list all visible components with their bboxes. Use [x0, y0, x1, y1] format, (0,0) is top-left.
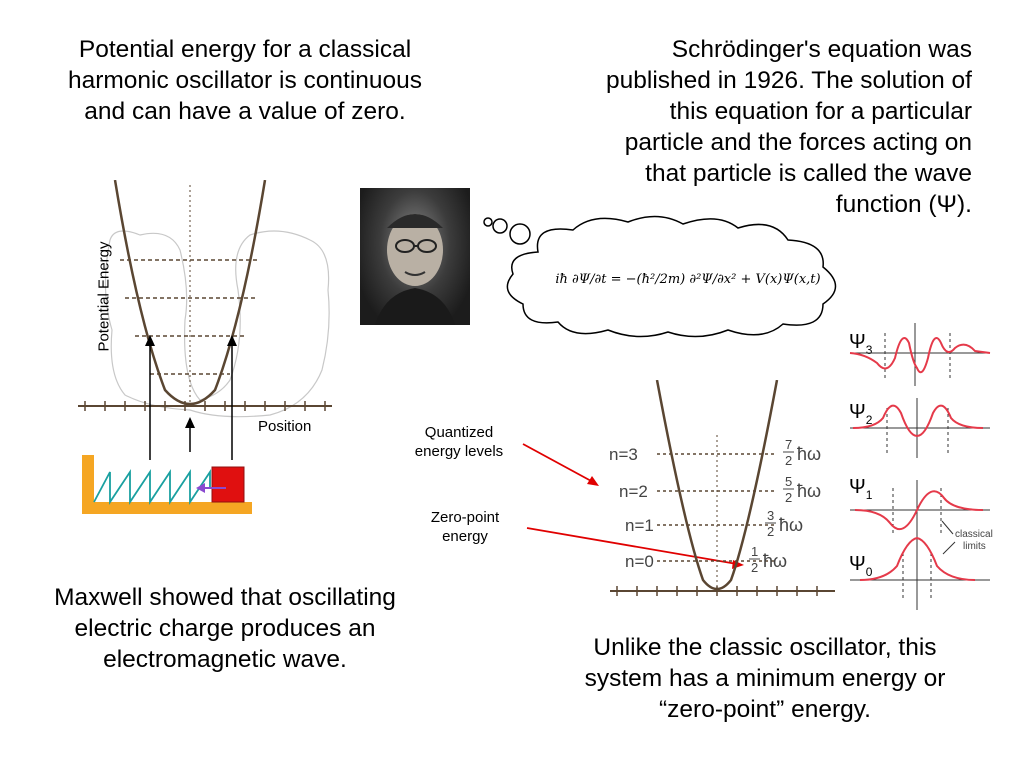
- energy-unit: ħω: [797, 444, 821, 464]
- text-line: Schrödinger's equation was: [671, 36, 972, 63]
- position-axis-label: Position: [258, 418, 312, 435]
- bubble-dot: [492, 218, 508, 234]
- arrowhead: [587, 476, 599, 486]
- quantum-oscillator-diagram: n=3 n=2 n=1 n=0 7 2 ħω 5 2 ħω 3 2 ħω 1 2…: [609, 380, 835, 596]
- energy-value-n1: 3 2 ħω: [765, 508, 803, 539]
- text-line: Zero-point: [430, 509, 500, 526]
- classical-region-outline: [104, 230, 330, 418]
- text-line: and can have a value of zero.: [84, 98, 406, 125]
- text-line: energy levels: [414, 443, 504, 460]
- arrowhead: [145, 335, 155, 346]
- quantized-pointer-arrow: [522, 443, 594, 483]
- text-line: that particle is called the wave: [645, 160, 972, 187]
- axis-ticks: [616, 586, 818, 596]
- psi-label: Ψ2: [849, 401, 873, 427]
- level-label-n0: n=0: [625, 552, 654, 571]
- quantum-potential-curve: [655, 380, 779, 591]
- thought-bubble: [483, 215, 837, 338]
- text-line: electromagnetic wave.: [103, 646, 347, 673]
- mass-block: [211, 466, 245, 503]
- bubble-dot: [483, 217, 493, 227]
- text-line: energy: [442, 528, 488, 545]
- quantized-levels-label: Quantized energy levels: [394, 423, 524, 461]
- text-line: function (Ψ).: [835, 191, 972, 218]
- wavefunction-psi2: Ψ2: [849, 398, 990, 458]
- classical-oscillator-diagram: [78, 180, 332, 514]
- fraction-denominator: 2: [785, 490, 792, 505]
- classical-description: Potential energy for a classical harmoni…: [20, 34, 470, 127]
- schrodinger-portrait: [360, 188, 470, 325]
- fraction-numerator: 1: [751, 544, 758, 559]
- energy-value-n0: 1 2 ħω: [749, 544, 787, 575]
- wavefunction-psi0: Ψ0: [849, 536, 990, 610]
- text-line: Maxwell showed that oscillating: [54, 584, 396, 611]
- energy-unit: ħω: [779, 515, 803, 535]
- energy-unit: ħω: [763, 551, 787, 571]
- fraction-numerator: 7: [785, 437, 792, 452]
- text-line: system has a minimum energy or: [584, 665, 946, 692]
- psi-label: Ψ1: [849, 476, 873, 502]
- potential-curve: [113, 180, 267, 406]
- energy-unit: ħω: [797, 481, 821, 501]
- zero-point-description: Unlike the classic oscillator, this syst…: [540, 632, 990, 725]
- apparatus-wall: [82, 455, 94, 514]
- text-line: “zero-point” energy.: [659, 696, 871, 723]
- potential-energy-axis-label: Potential Energy: [95, 241, 113, 352]
- portrait-sketch: [375, 214, 455, 325]
- schrodinger-description: Schrödinger's equation was published in …: [520, 34, 972, 220]
- text-line: harmonic oscillator is continuous: [67, 67, 423, 94]
- text-line: published in 1926. The solution of: [606, 67, 972, 94]
- fraction-denominator: 2: [767, 524, 774, 539]
- level-label-n2: n=2: [619, 482, 648, 501]
- text-line: Unlike the classic oscillator, this: [593, 634, 937, 661]
- psi-label: Ψ3: [849, 331, 873, 357]
- fraction-denominator: 2: [751, 560, 758, 575]
- classical-limits-label: classical: [955, 529, 993, 540]
- text-line: Quantized: [424, 424, 494, 441]
- energy-value-n2: 5 2 ħω: [783, 474, 821, 505]
- fraction-numerator: 5: [785, 474, 792, 489]
- text-line: Potential energy for a classical: [78, 36, 412, 63]
- wavefunction-plots: Ψ3 Ψ2 Ψ1 classical limits Ψ0: [849, 323, 993, 610]
- axis-ticks: [84, 401, 326, 411]
- bubble-dot: [509, 223, 531, 245]
- arrowhead: [227, 335, 237, 346]
- wavefunction-psi3: Ψ3: [849, 323, 991, 386]
- wavefunction-psi1: Ψ1 classical limits: [849, 476, 993, 555]
- spring-icon: [93, 469, 211, 505]
- schrodinger-equation: iħ ∂Ψ/∂t = −(ħ²/2m) ∂²Ψ/∂x² + V(x)Ψ(x,t): [555, 272, 821, 287]
- bubble-cloud: [506, 215, 837, 338]
- arrowhead: [185, 417, 195, 428]
- fraction-denominator: 2: [785, 453, 792, 468]
- psi-label: Ψ0: [849, 553, 873, 579]
- maxwell-description: Maxwell showed that oscillating electric…: [10, 582, 440, 675]
- classical-limits-label: limits: [963, 541, 986, 552]
- level-label-n1: n=1: [625, 516, 654, 535]
- apparatus-base: [82, 502, 252, 514]
- text-line: particle and the forces acting on: [624, 129, 972, 156]
- arrowhead: [196, 483, 205, 493]
- zero-point-pointer-arrow: [526, 527, 738, 565]
- text-line: electric charge produces an: [74, 615, 376, 642]
- zero-point-label: Zero-point energy: [400, 508, 530, 546]
- energy-value-n3: 7 2 ħω: [783, 437, 821, 468]
- fraction-numerator: 3: [767, 508, 774, 523]
- text-line: this equation for a particular: [669, 98, 972, 125]
- level-label-n3: n=3: [609, 445, 638, 464]
